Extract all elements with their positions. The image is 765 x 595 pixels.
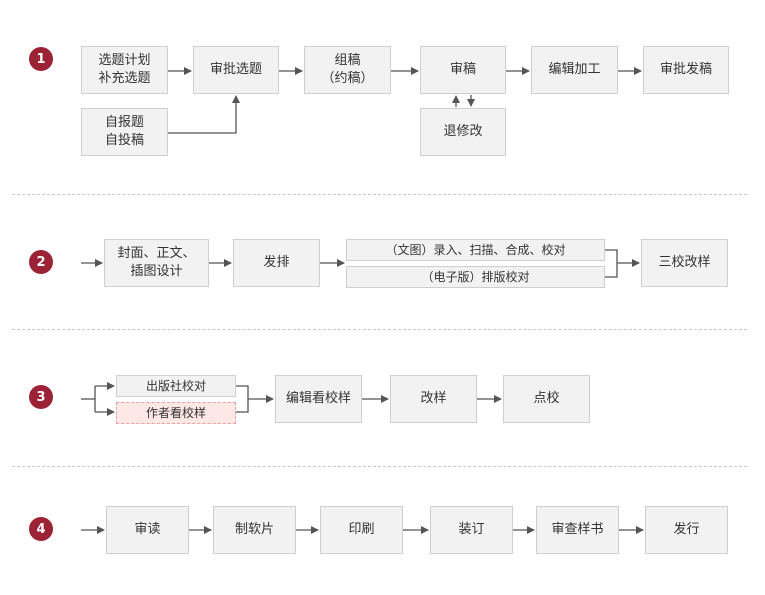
arrow-s1-self-submit (168, 95, 240, 134)
node-typeset: 发排 (233, 239, 320, 287)
node-editor-proof: 编辑看校样 (275, 375, 362, 423)
node-cover-design: 封面、正文、 插图设计 (104, 239, 209, 287)
node-approve-release: 审批发稿 (643, 46, 729, 94)
node-print: 印刷 (320, 506, 403, 554)
section-divider-2 (12, 329, 747, 330)
bracket-s2 (605, 249, 618, 278)
node-third-proof: 三校改样 (641, 239, 728, 287)
section-divider-3 (12, 466, 747, 467)
step-badge-3: 3 (29, 385, 53, 409)
node-read-review: 审读 (106, 506, 189, 554)
node-author-proof: 作者看校样 (116, 402, 236, 424)
node-review: 审稿 (420, 46, 506, 94)
bracket-s3 (236, 385, 249, 413)
node-sample-check: 审查样书 (536, 506, 619, 554)
node-return-edit: 退修改 (420, 108, 506, 156)
node-editing: 编辑加工 (531, 46, 618, 94)
section-divider-1 (12, 194, 747, 195)
node-distribute: 发行 (645, 506, 728, 554)
node-revise: 改样 (390, 375, 477, 423)
node-bind: 装订 (430, 506, 513, 554)
step-badge-2: 2 (29, 250, 53, 274)
node-e-layout: （电子版）排版校对 (346, 266, 605, 288)
node-select-plan: 选题计划 补充选题 (81, 46, 168, 94)
node-press-proof: 出版社校对 (116, 375, 236, 397)
node-approve-topic: 审批选题 (193, 46, 279, 94)
node-film: 制软片 (213, 506, 296, 554)
node-self-submit: 自报题 自投稿 (81, 108, 168, 156)
node-organize: 组稿 （约稿） (304, 46, 391, 94)
step-badge-4: 4 (29, 517, 53, 541)
node-text-entry: （文图）录入、扫描、合成、校对 (346, 239, 605, 261)
node-spot-check: 点校 (503, 375, 590, 423)
step-badge-1: 1 (29, 47, 53, 71)
